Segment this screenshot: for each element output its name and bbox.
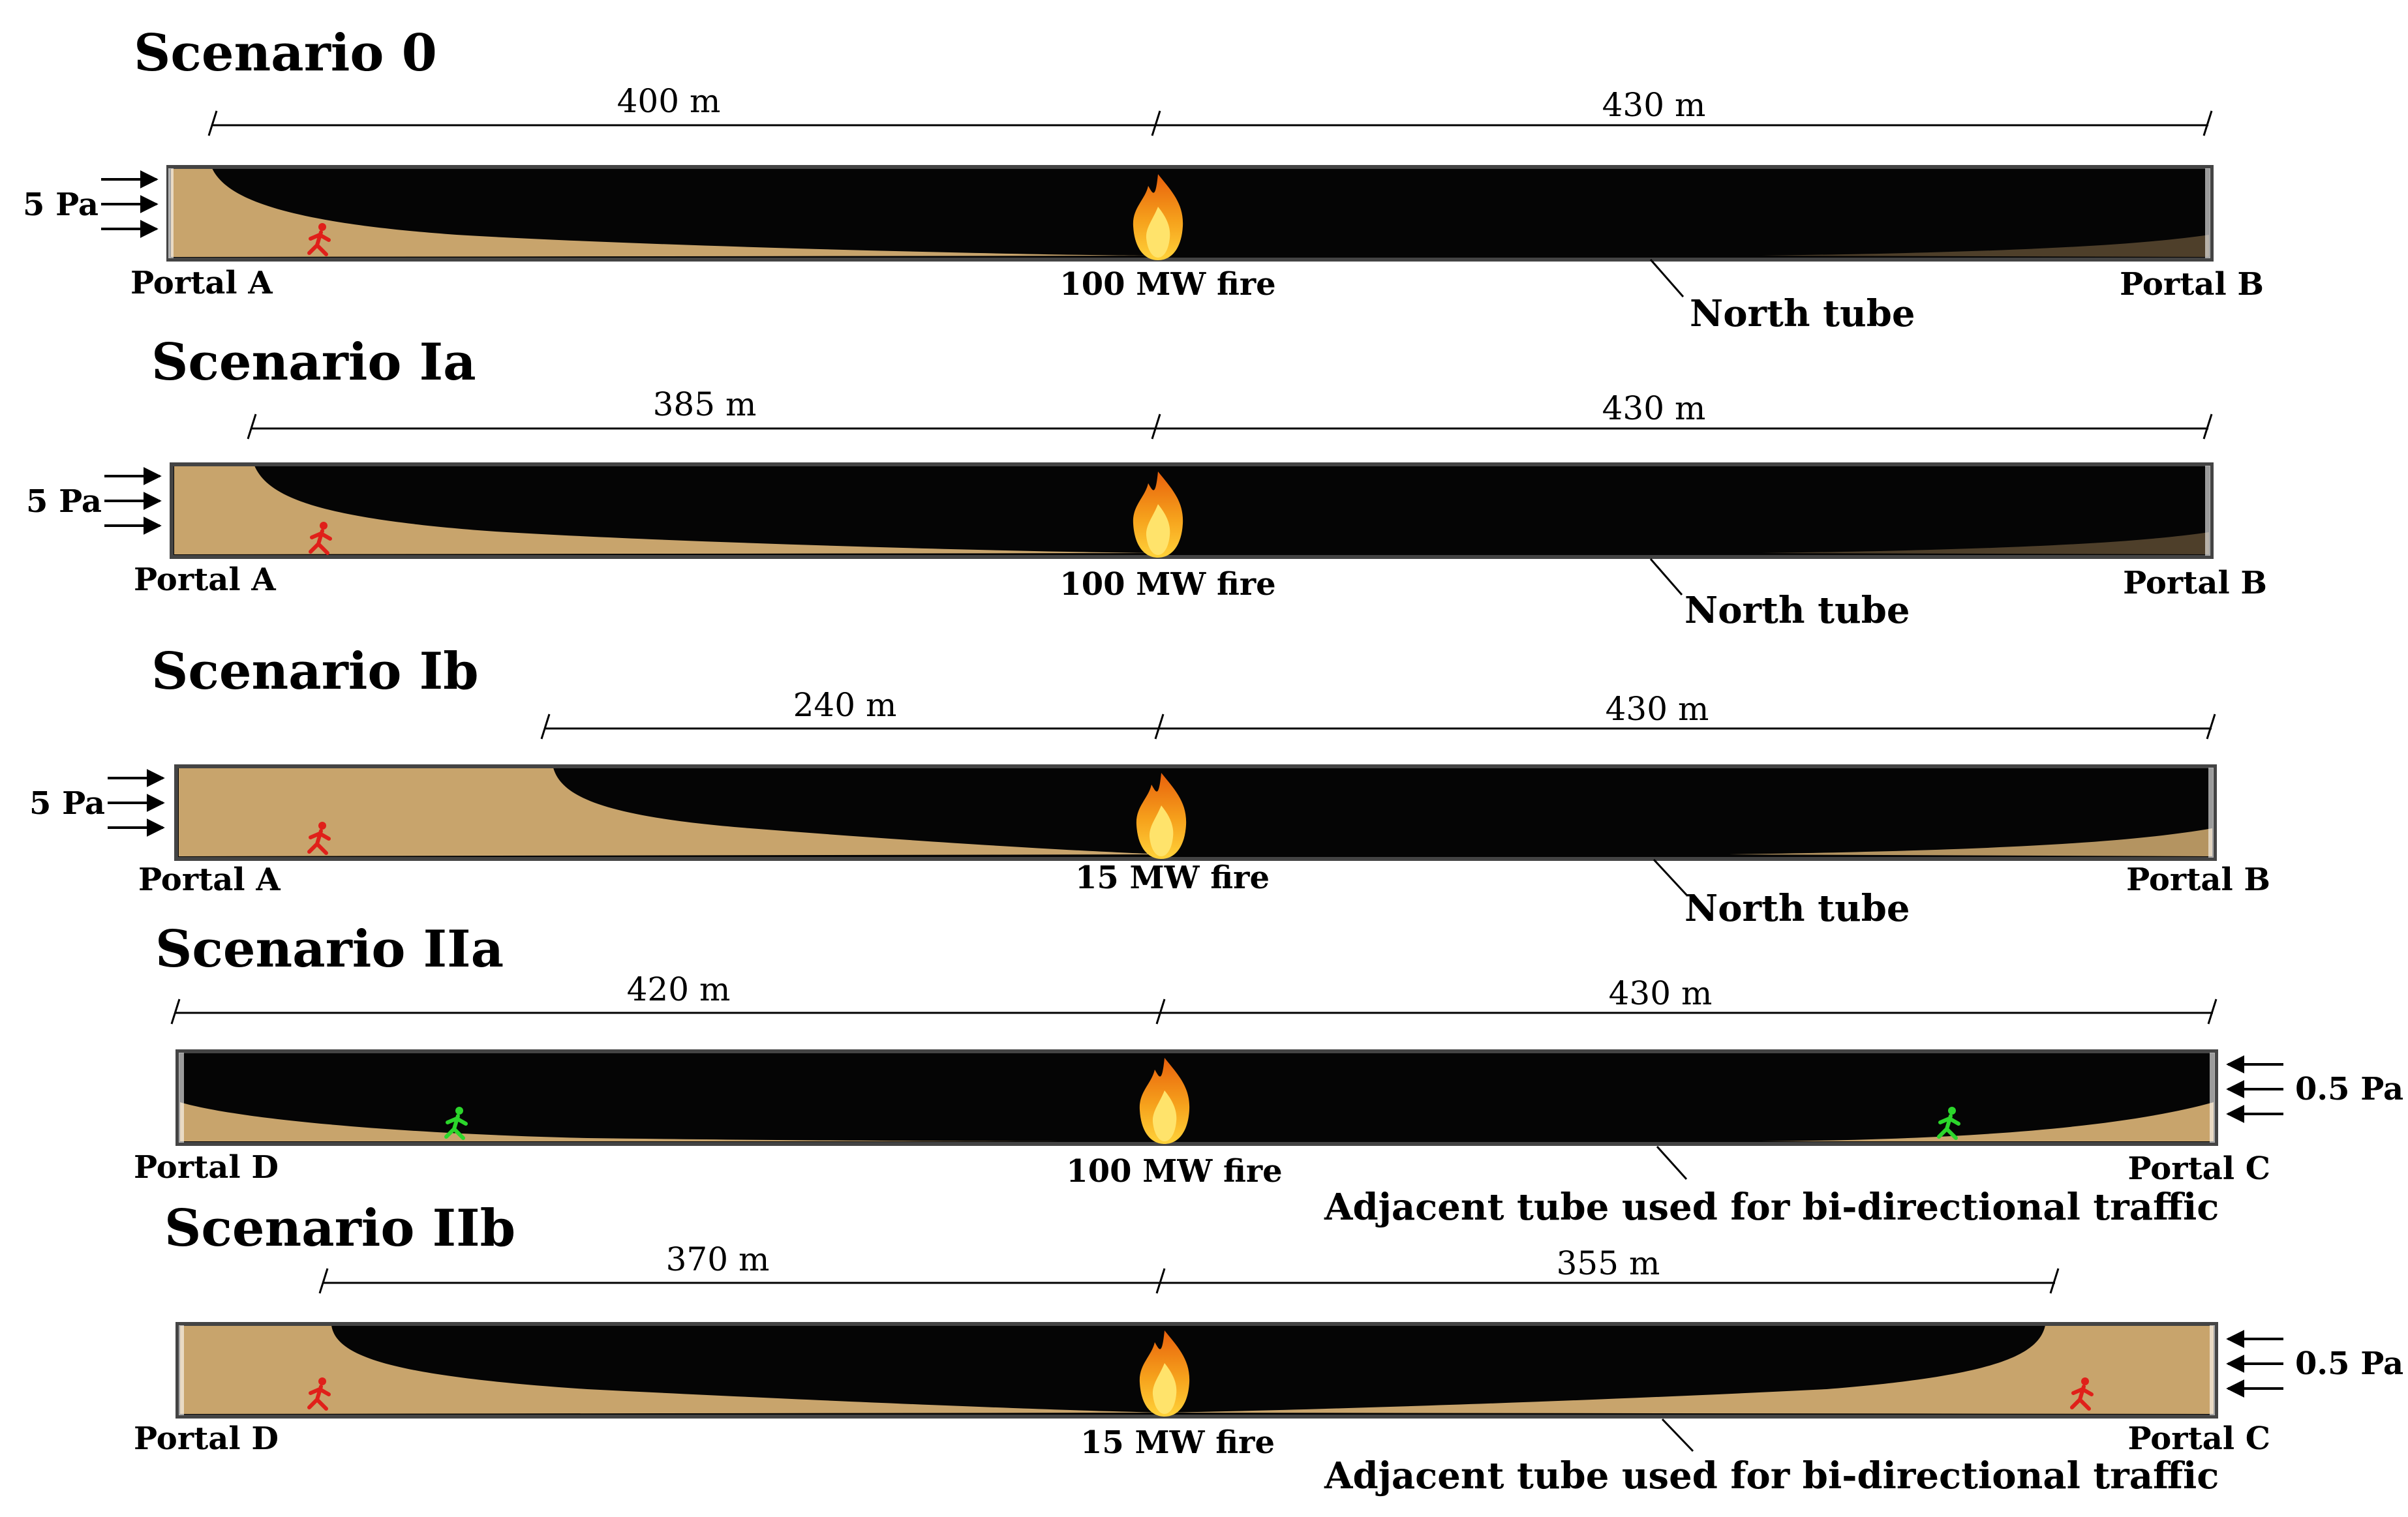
pressure-arrows (2226, 1055, 2283, 1123)
leader-line (1649, 558, 1683, 595)
fire-size-label: 15 MW fire (1080, 1424, 1275, 1461)
pressure-label: 5 Pa (29, 785, 105, 822)
dimension-line (540, 713, 2216, 740)
fire-size-label: 15 MW fire (1075, 860, 1270, 896)
portal-right-label: Portal C (2127, 1420, 2270, 1457)
scenario-ia: Scenario Ia 385 m 430 m 5 Pa (26, 333, 2267, 632)
pressure-label: 5 Pa (26, 483, 102, 520)
evacuee-red-icon (307, 822, 331, 855)
scenario-iib: Scenario IIb 370 m 355 m (134, 1199, 2403, 1497)
distance-beyond-fire-label: 430 m (1606, 690, 1709, 728)
tube-label: North tube (1684, 589, 1910, 632)
scenario-iia: Scenario IIa 420 m 430 m (134, 920, 2403, 1229)
tube-label: North tube (1684, 887, 1910, 930)
distance-beyond-fire-label: 355 m (1557, 1244, 1660, 1282)
tunnel-tube (175, 1049, 2218, 1146)
fire-size-label: 100 MW fire (1066, 1153, 1282, 1190)
leader-line (1649, 259, 1684, 297)
portal-right-label: Portal B (2126, 862, 2270, 898)
portal-right-label: Portal C (2127, 1150, 2270, 1187)
pressure-label: 0.5 Pa (2295, 1345, 2403, 1382)
pressure-arrows (2226, 1330, 2283, 1398)
tube-label: Adjacent tube used for bi-directional tr… (1324, 1454, 2219, 1497)
distance-to-fire-label: 400 m (617, 82, 721, 120)
leader-line (1661, 1418, 1694, 1452)
portal-left-label: Portal D (134, 1420, 279, 1457)
scenario-title: Scenario IIa (155, 920, 504, 979)
distance-to-fire-label: 385 m (653, 385, 757, 423)
evacuee-red-icon (307, 1377, 331, 1411)
tunnel-tube (166, 165, 2214, 262)
scenario-ib: Scenario Ib 240 m 430 m 5 Pa (29, 642, 2270, 930)
scenario-title: Scenario Ib (151, 642, 479, 701)
evacuee-green-icon (1937, 1107, 1960, 1140)
tube-label: Adjacent tube used for bi-directional tr… (1324, 1186, 2219, 1229)
fire-icon (1133, 174, 1183, 260)
fire-icon (1139, 1058, 1190, 1144)
dimension-line (247, 413, 2213, 440)
pressure-arrows (104, 467, 162, 535)
evacuee-red-icon (307, 223, 331, 256)
portal-left-label: Portal A (130, 265, 273, 301)
tube-label: North tube (1690, 292, 1915, 335)
distance-beyond-fire-label: 430 m (1602, 389, 1706, 427)
fire-icon (1133, 472, 1183, 558)
distance-beyond-fire-label: 430 m (1609, 974, 1713, 1012)
dimension-line (318, 1268, 2060, 1294)
dimension-line (170, 999, 2217, 1025)
pressure-arrows (108, 769, 165, 837)
scenario-title: Scenario 0 (134, 23, 437, 83)
pressure-label: 5 Pa (23, 187, 99, 223)
pressure-arrows (101, 170, 159, 238)
scenario-title: Scenario Ia (151, 333, 476, 392)
distance-to-fire-label: 420 m (627, 970, 731, 1008)
evacuee-green-icon (444, 1107, 468, 1140)
dimension-line (207, 110, 2213, 136)
scenario-0: Scenario 0 400 m 430 m 5 Pa (23, 23, 2264, 335)
fire-icon (1136, 773, 1187, 859)
scenario-title: Scenario IIb (164, 1199, 515, 1258)
tunnel-tube (170, 462, 2214, 559)
portal-left-label: Portal D (134, 1149, 279, 1186)
portal-right-label: Portal B (2120, 266, 2264, 303)
portal-left-label: Portal A (134, 562, 276, 598)
leader-line (1653, 858, 1688, 896)
distance-beyond-fire-label: 430 m (1602, 86, 1706, 124)
distance-to-fire-label: 370 m (666, 1240, 770, 1278)
pressure-label: 0.5 Pa (2295, 1071, 2403, 1107)
tunnel-tube (174, 764, 2217, 861)
fire-icon (1139, 1330, 1190, 1417)
portal-right-label: Portal B (2123, 565, 2267, 601)
tunnel-tube (175, 1322, 2218, 1419)
distance-to-fire-label: 240 m (793, 686, 897, 724)
portal-left-label: Portal A (138, 862, 281, 898)
leader-line (1656, 1145, 1688, 1180)
fire-size-label: 100 MW fire (1059, 566, 1275, 603)
evacuee-red-icon (2070, 1377, 2094, 1411)
fire-size-label: 100 MW fire (1059, 266, 1275, 303)
evacuee-red-icon (309, 522, 332, 555)
